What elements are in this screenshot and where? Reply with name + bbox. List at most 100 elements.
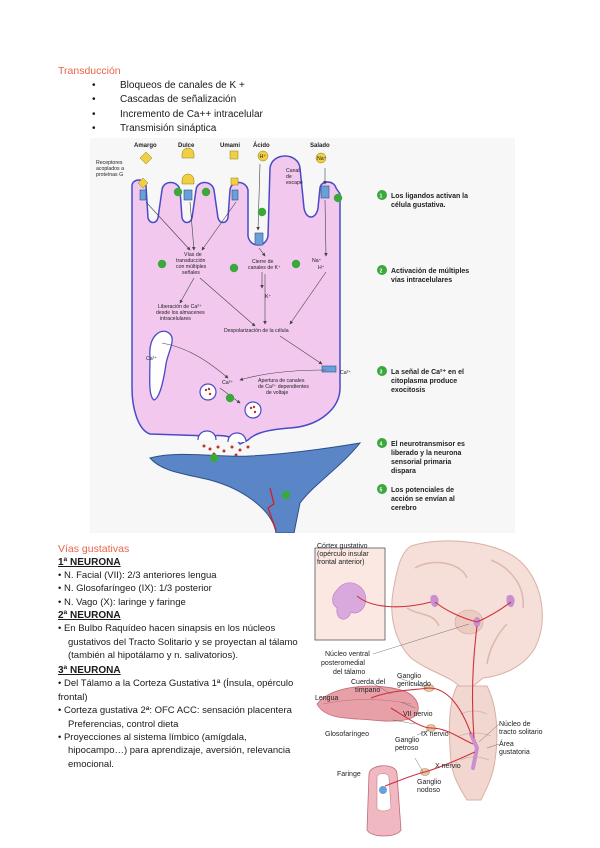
label-vii-nervio: VII nervio [403, 711, 433, 718]
label-ganglio-nodoso: Ganglio nodoso [417, 779, 443, 794]
receptor-bitter [139, 189, 147, 201]
taste-label-sweet: Dulce [178, 143, 195, 149]
section-title-vias: Vías gustativas [58, 543, 130, 555]
channel-calcium-voltage [321, 365, 337, 373]
ion-h [257, 150, 269, 162]
action-potential-arrow [267, 487, 277, 531]
section-title-transduccion: Transducción [58, 65, 121, 77]
label-apertura-ca: Apertura de canales de Ca²⁺ dependientes… [258, 378, 310, 396]
taste-label-umami: Umami [220, 143, 240, 149]
signal-arrows [145, 163, 328, 404]
vesicle [199, 383, 217, 401]
step-marker-5 [281, 490, 291, 500]
taste-cell-figure: H⁺ Na⁺ Amargo Dulce Umami Ácido Salado R… [90, 138, 515, 533]
bullet-item: Cascadas de señalización [92, 93, 263, 108]
label-glosofaringeo: Glosofaríngeo [325, 731, 369, 738]
ion-na [315, 152, 327, 164]
sensory-neuron [149, 442, 362, 533]
label-receptores: Receptores acoplados a proteínas G [96, 160, 125, 178]
label-faringe: Faringe [337, 771, 361, 778]
label-liberacion-ca: Liberación de Ca²⁺ desde los almacenes i… [156, 304, 206, 322]
svg-text:2: 2 [380, 269, 383, 275]
tongue [316, 685, 419, 722]
label-vias-transduccion: Vías de transducción con múltiples señal… [176, 252, 208, 276]
thalamus [454, 609, 484, 635]
ion-k-label: K⁺ [265, 294, 271, 300]
label-cortex-gustativo: Córtex gustativo (opérculo insular front… [317, 543, 371, 566]
leader-lines [370, 623, 500, 773]
neurona-3-item: • Del Tálamo a la Corteza Gustativa 1ª (… [58, 678, 294, 703]
label-nucleo-tracto-solitario: Núcleo de tracto solitario [499, 721, 543, 736]
ion-na-inside: Na⁺ [312, 258, 322, 264]
step-marker-3 [225, 393, 235, 403]
brain-gyri [406, 559, 524, 665]
ligand-bitter [139, 151, 153, 165]
gustatory-pathway-figure: Córtex gustativo (opérculo insular front… [314, 540, 543, 837]
bullet-item: Incremento de Ca++ intracelular [92, 108, 263, 123]
ion-ca-outside: Ca²⁺ [340, 370, 351, 376]
neurona-3-heading: 3ª NEURONA [58, 665, 121, 677]
label-nucleo-vpm: Núcleo ventral posteromedial del tálamo [321, 651, 372, 676]
neurona-2-heading: 2ª NEURONA [58, 610, 121, 622]
label-area-gustatoria: Área gustatoria [499, 739, 530, 756]
receptor-sweet [183, 189, 193, 201]
svg-text:4: 4 [380, 442, 383, 448]
exocytosis-pocket [197, 430, 217, 441]
taste-label-sour: Ácido [253, 142, 270, 149]
label-x-nervio: X nervio [435, 763, 461, 770]
ligand-umami [229, 150, 239, 160]
channel-k-leak [254, 232, 264, 246]
gustatory-pathways [356, 595, 512, 787]
label-ganglio-geniculado: Ganglio geniculado [397, 673, 431, 688]
label-canal-escape: Canal de escape [286, 168, 303, 186]
vesicle [244, 401, 262, 419]
svg-text:5: 5 [380, 488, 383, 494]
label-ix-nervio: IX nervio [421, 731, 449, 738]
step-marker-4 [209, 453, 219, 463]
calcium-store-organelle [149, 330, 173, 401]
ion-ca-store: Ca²⁺ [146, 356, 157, 362]
label-despolarizacion: Despolarización de la célula [224, 328, 289, 334]
step-marker-1 [173, 187, 343, 217]
svg-text:1: 1 [380, 194, 383, 200]
taste-label-salty: Salado [310, 143, 330, 149]
label-ganglio-petroso: Ganglio petroso [395, 737, 421, 752]
bullet-item: Transmisión sináptica [92, 122, 263, 137]
neurona-1-item: • N. Glosofaríngeo (IX): 1/3 posterior [58, 583, 212, 595]
inset-gustatory-cortex [332, 582, 367, 620]
neurona-3-item: • Corteza gustativa 2ª: OFC ACC: sensaci… [58, 705, 292, 730]
label-lengua: Lengua [315, 695, 338, 702]
step-marker-2 [157, 259, 167, 269]
neurona-3-item: • Proyecciones al sistema límbico (amígd… [58, 732, 291, 770]
neurona-1-item: • N. Vago (X): laringe y faringe [58, 596, 186, 608]
neurona-1-heading: 1ª NEURONA [58, 557, 121, 568]
svg-text:3: 3 [380, 370, 383, 376]
bullet-item: Bloqueos de canales de K + [92, 79, 263, 94]
label-cuerda-timpano: Cuerda del tímpano [351, 679, 387, 694]
ion-h-label: H⁺ [260, 154, 267, 160]
ion-ca-cyto: Ca²⁺ [222, 380, 233, 386]
taste-label-bitter: Amargo [134, 143, 157, 149]
transduccion-bullet-list: Bloqueos de canales de K + Cascadas de s… [92, 79, 263, 137]
label-cierre-k: Cierre de canales de K⁺ [248, 259, 281, 271]
ion-h-inside: H⁺ [318, 265, 325, 271]
pharynx-highlight [379, 786, 387, 794]
ligand-sweet [181, 147, 195, 159]
insular-cortex-right [430, 594, 439, 608]
solitary-tract-nucleus [469, 732, 480, 770]
ion-na-label: Na⁺ [317, 156, 327, 162]
neurona-2-item: • En Bulbo Raquídeo hacen sinapsis en lo… [58, 623, 298, 662]
channel-salty [320, 185, 330, 199]
receptor-umami [231, 189, 239, 201]
exocytosis-pocket [227, 432, 247, 443]
vias-gustativas-section: Vías gustativas 1ª NEURONA • N. Facial (… [58, 543, 306, 771]
